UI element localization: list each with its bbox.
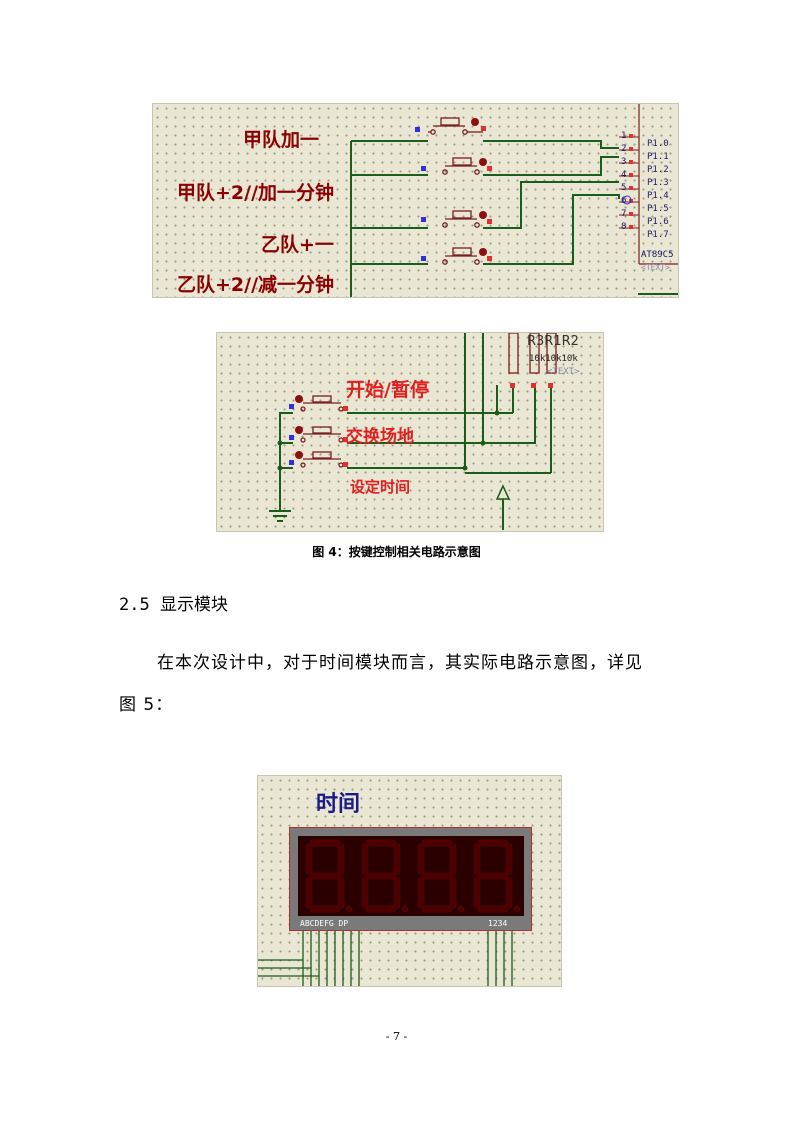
chip-pin-name: P1.1 [647,152,669,162]
digits-graphic [305,839,521,913]
figure-3-wires [258,931,513,986]
segment [361,843,369,875]
segment [473,877,481,909]
resistor-names: R3R1R2 [527,334,579,349]
label-team-b-plus-one: 乙队+一 [261,234,334,256]
label-team-b-plus-two: 乙队+2//减一分钟 [177,274,335,296]
decimal-point [401,905,409,913]
segment [305,843,313,875]
figure-2-schematic: R3R1R2 10k10k10k <TEXT> 开始/暂停 交换场地 设定时间 [216,332,604,532]
chip-pin-number: 3 [621,157,627,167]
label-team-a-plus-one: 甲队加一 [243,129,320,151]
label-start-pause: 开始/暂停 [346,379,429,401]
figure-1-schematic: 甲队加一 甲队+2//加一分钟 乙队+一 乙队+2//减一分钟 1 2 3 4 … [152,103,679,298]
segment [309,872,341,880]
segment [309,905,341,913]
paragraph-line-1: 在本次设计中，对于时间模块而言，其实际电路示意图，详见 [157,653,643,673]
label-team-a-plus-two: 甲队+2//加一分钟 [177,182,335,204]
label-swap-sides: 交换场地 [346,427,414,447]
segment [309,839,341,847]
segment [417,877,425,909]
segment [421,905,453,913]
paragraph-line-2: 图 5： [119,695,174,715]
segment [361,877,369,909]
chip-pin-number: 6 [621,196,627,206]
decimal-point [513,905,521,913]
display-title: 时间 [316,792,361,817]
segment [505,843,513,875]
segment [421,839,453,847]
chip-pin-number: 7 [621,209,627,219]
chip-pin-number: 5 [621,183,627,193]
chip-pin-number: 8 [621,222,627,232]
decimal-point [457,905,465,913]
decimal-point [345,905,353,913]
chip-pin-number: 1 [621,131,627,141]
digit-pin-label: 1234 [488,919,508,928]
chip-pin-name: P1.4 [647,191,669,201]
segment [449,843,457,875]
segment [393,877,401,909]
page-number: - 7 - [385,1030,408,1043]
chip-part-name: AT89C5 [641,250,674,260]
segment [337,877,345,909]
chip-pin-name: P1.2 [647,165,669,175]
chip-pin-name: P1.5 [647,204,669,214]
segment [393,843,401,875]
segment [365,839,397,847]
segment [473,843,481,875]
resistor-text-placeholder: <TEXT> [547,367,580,377]
chip-pin-number: 2 [621,144,627,154]
chip-text-placeholder: <TEXT> [641,263,670,272]
segment [421,872,453,880]
chip-pin-name: P1.3 [647,178,669,188]
resistor-values: 10k10k10k [529,354,578,364]
figure-caption: 图 4：按键控制相关电路示意图 [312,545,481,559]
figure-2-wires [269,333,557,530]
segment [449,877,457,909]
chip-pin-name: P1.6 [647,217,669,227]
segment [477,905,509,913]
chip-pin-number: 4 [621,170,627,180]
segment-pin-label: ABCDEFG DP [300,919,349,928]
chip-pin-name: P1.0 [647,139,669,149]
segment [365,905,397,913]
segment [337,843,345,875]
seven-segment-display: ABCDEFG DP 1234 [289,827,532,931]
section-heading: 2.5 显示模块 [119,595,228,615]
segment [417,843,425,875]
segment [365,872,397,880]
segment [305,877,313,909]
figure-3-schematic: 时间 ABCDEFG DP 1234 [257,775,562,987]
segment [477,872,509,880]
segment [477,839,509,847]
chip-pin-name: P1.7 [647,230,669,240]
segment [505,877,513,909]
label-set-time: 设定时间 [350,478,411,496]
figure-1-wires [350,104,678,297]
